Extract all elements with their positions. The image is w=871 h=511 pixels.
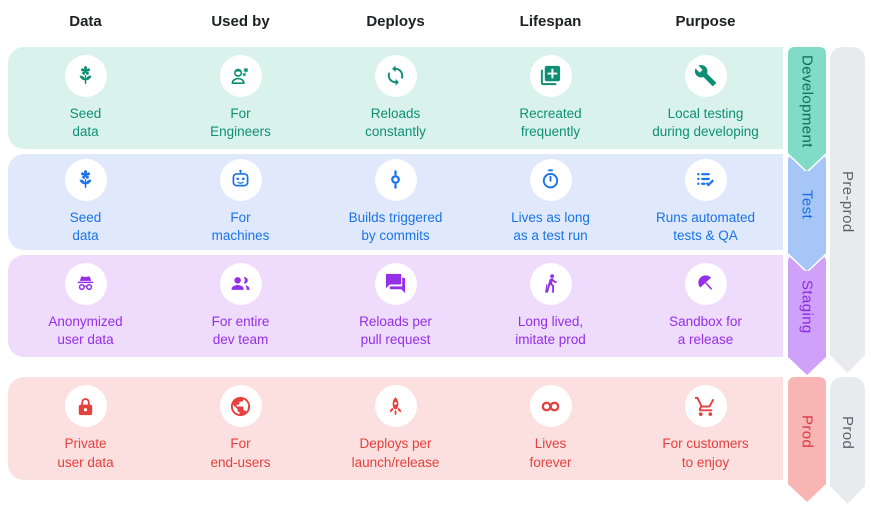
cell-development-purpose: Local testing during developing — [628, 47, 783, 149]
ribbon-test: Test — [788, 154, 826, 271]
cell-label: For customers to enjoy — [662, 436, 749, 470]
hiking-icon — [529, 262, 572, 305]
cell-test-data: Seed data — [8, 154, 163, 250]
cell-staging-lifespan: Long lived, imitate prod — [473, 255, 628, 357]
column-headers: Data Used by Deploys Lifespan Purpose — [8, 13, 783, 30]
sync-icon — [374, 54, 417, 97]
seed-icon — [64, 158, 107, 201]
cell-test-deploys: Builds triggered by commits — [318, 154, 473, 250]
ribbon-label-pre-prod: Pre-prod — [839, 171, 856, 233]
column-header-purpose: Purpose — [675, 13, 736, 30]
infinity-icon — [529, 385, 572, 428]
cell-label: Sandbox for a release — [669, 313, 742, 347]
row-staging: Anonymized user data For entire dev team… — [8, 255, 783, 357]
cell-test-lifespan: Lives as long as a test run — [473, 154, 628, 250]
cell-label: Seed data — [69, 209, 102, 243]
cell-development-used-by: For Engineers — [163, 47, 318, 149]
forum-icon — [374, 262, 417, 305]
ribbon-label-staging: Staging — [798, 280, 816, 334]
column-header-data: Data — [69, 13, 102, 30]
cart-icon — [684, 385, 727, 428]
cell-prod-lifespan: Lives forever — [473, 377, 628, 480]
cell-label: Long lived, imitate prod — [515, 313, 586, 347]
cell-label: Reloads constantly — [365, 105, 426, 139]
row-development: Seed data For Engineers Reloads constant… — [8, 47, 783, 149]
cell-label: For machines — [211, 209, 270, 243]
cell-label: Local testing during developing — [652, 105, 759, 139]
cell-label: Lives forever — [529, 436, 572, 470]
column-header-deploys: Deploys — [366, 13, 425, 30]
cell-label: Runs automated tests & QA — [655, 209, 756, 243]
umbrella-icon — [684, 262, 727, 305]
robot-icon — [219, 158, 262, 201]
cell-label: For Engineers — [210, 105, 271, 139]
cell-staging-data: Anonymized user data — [8, 255, 163, 357]
ribbon-prod-phase: Prod — [830, 377, 865, 504]
ribbon-label-test: Test — [798, 189, 816, 220]
cell-staging-purpose: Sandbox for a release — [628, 255, 783, 357]
checklist-icon — [684, 158, 727, 201]
cell-label: Reloads per pull request — [359, 313, 432, 347]
rocket-icon — [374, 385, 417, 428]
cell-staging-used-by: For entire dev team — [163, 255, 318, 357]
cell-label: Builds triggered by commits — [348, 209, 443, 243]
cell-prod-data: Private user data — [8, 377, 163, 480]
cell-label: Deploys per launch/release — [351, 436, 440, 470]
cell-development-deploys: Reloads constantly — [318, 47, 473, 149]
cell-label: Private user data — [57, 436, 114, 470]
ribbon-label-prod: Prod — [798, 414, 816, 449]
cell-prod-purpose: For customers to enjoy — [628, 377, 783, 480]
row-test: Seed data For machines Builds triggered … — [8, 154, 783, 250]
cell-prod-deploys: Deploys per launch/release — [318, 377, 473, 480]
seed-icon — [64, 54, 107, 97]
cell-label: For entire dev team — [211, 313, 270, 347]
ribbon-staging: Staging — [788, 255, 826, 375]
cell-label: Anonymized user data — [48, 313, 123, 347]
cell-test-used-by: For machines — [163, 154, 318, 250]
commit-icon — [374, 158, 417, 201]
cell-prod-used-by: For end-users — [163, 377, 318, 480]
ribbon-pre-prod: Pre-prod — [830, 47, 865, 373]
cell-label: Lives as long as a test run — [511, 209, 590, 243]
incognito-icon — [64, 262, 107, 305]
cell-label: Recreated frequently — [519, 105, 582, 139]
library-add-icon — [529, 54, 572, 97]
column-header-lifespan: Lifespan — [519, 13, 582, 30]
row-prod: Private user data For end-users Deploys … — [8, 377, 783, 480]
cell-staging-deploys: Reloads per pull request — [318, 255, 473, 357]
lock-icon — [64, 385, 107, 428]
engineer-icon — [219, 54, 262, 97]
group-icon — [219, 262, 262, 305]
cell-development-data: Seed data — [8, 47, 163, 149]
cell-development-lifespan: Recreated frequently — [473, 47, 628, 149]
wrench-icon — [684, 54, 727, 97]
column-header-used-by: Used by — [211, 13, 270, 30]
cell-test-purpose: Runs automated tests & QA — [628, 154, 783, 250]
ribbon-prod: Prod — [788, 377, 826, 502]
cell-label: Seed data — [69, 105, 102, 139]
timer-icon — [529, 158, 572, 201]
ribbon-label-prod-phase: Prod — [839, 415, 856, 450]
ribbon-label-development: Development — [798, 54, 816, 148]
ribbon-development: Development — [788, 47, 826, 171]
globe-icon — [219, 385, 262, 428]
cell-label: For end-users — [210, 436, 271, 470]
